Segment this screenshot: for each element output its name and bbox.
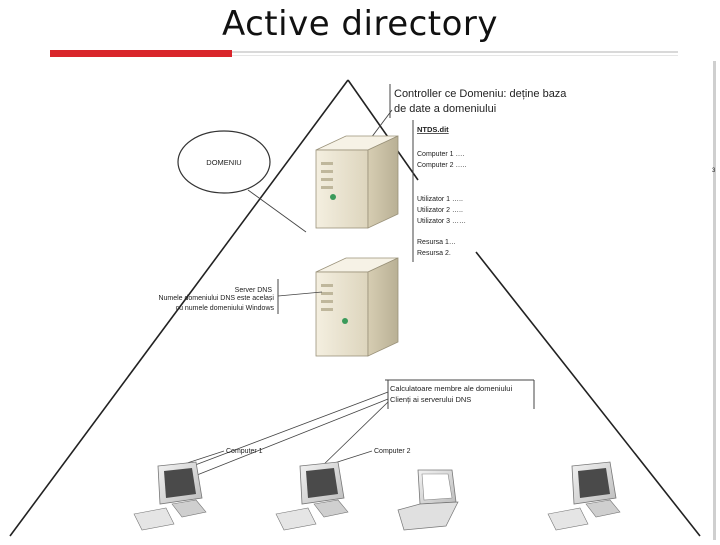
ntds-resource-1: Resursa 1… [417,239,456,246]
dns-caption-line1: Server DNS [235,287,273,294]
ntds-computer-1: Computer 1 …. [417,151,465,158]
active-directory-diagram: DOMENIU Controller ce Domeniu: deține ba… [9,79,716,537]
members-caption-line2: Clienți ai serverului DNS [390,395,471,404]
computer1-label: Computer 1 [226,448,263,455]
title-divider [232,51,678,53]
diagram-frame: DOMENIU Controller ce Domeniu: deține ba… [0,61,716,540]
domain-controller-server-icon [315,135,399,229]
laptop-icon [397,469,459,531]
ntds-user-1: Utilizator 1 ….. [417,196,463,203]
title-accent-bar [50,50,232,57]
workstation-3-icon [547,461,621,531]
dns-caption-line3: cu numele domeniului Windows [176,305,275,312]
ntds-file-name: NTDS.dit [417,125,449,134]
title-divider-thin [232,55,678,56]
dns-server-icon [315,257,399,357]
dns-caption: Server DNS Numele domeniului DNS este ac… [158,279,323,314]
workstation-1-icon [133,461,207,531]
controller-caption-line2: de date a domeniului [394,103,496,115]
slide-title: Active directory [221,4,499,44]
domain-pyramid [9,79,701,537]
ntds-user-3: Utilizator 3 …… [417,218,466,225]
domain-ellipse: DOMENIU [177,130,307,233]
ntds-database-list: NTDS.dit Computer 1 …. Computer 2 ….. Ut… [412,120,466,262]
members-caption: Calculatoare membre ale domeniului Clien… [181,379,535,478]
ntds-computer-2: Computer 2 ….. [417,162,466,169]
domain-label: DOMENIU [206,158,241,167]
ntds-user-2: Utilizator 2 ….. [417,207,463,214]
ntds-resource-2: Resursa 2. [417,250,451,257]
computer-labels: Computer 1 Computer 2 [177,448,411,467]
dns-caption-line2: Numele domeniului DNS este același [158,295,274,302]
computer2-label: Computer 2 [374,448,411,455]
members-caption-line1: Calculatoare membre ale domeniului [390,384,512,393]
workstation-2-icon [275,461,349,531]
controller-caption-line1: Controller ce Domeniu: deține baza [394,88,567,100]
edge-mark: 3 [712,168,716,174]
